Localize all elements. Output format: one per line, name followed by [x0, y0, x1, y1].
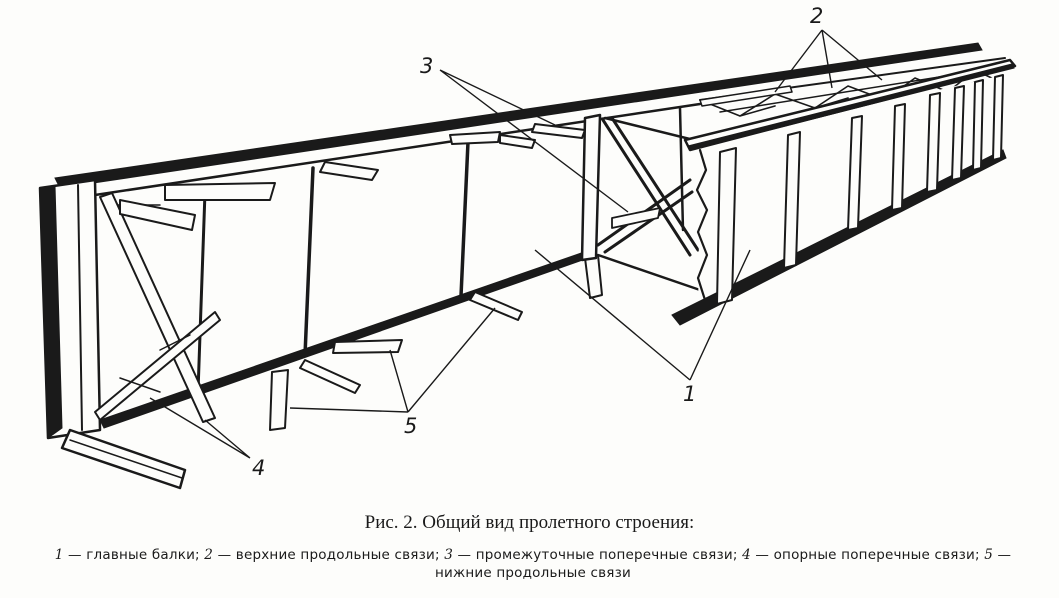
- upper-angle: [164, 182, 276, 201]
- callout-label-1: 1: [683, 382, 697, 406]
- front-stiffener: [783, 131, 801, 269]
- end-support-column-edge: [77, 184, 83, 431]
- leader-2: [774, 29, 883, 93]
- lower-brace-member: [469, 291, 523, 321]
- upper-angle: [531, 123, 586, 139]
- front-stiffeners: [716, 74, 1004, 305]
- legend-item-1: 1 — главные балки;: [54, 547, 200, 563]
- upper-angle: [499, 134, 536, 149]
- callout-label-5: 5: [404, 414, 418, 438]
- leader-5: [289, 307, 496, 413]
- back-girder-web-top-edge: [93, 102, 702, 197]
- intermediate-cross-bracing: [580, 106, 704, 292]
- main-girder-back: [54, 42, 983, 429]
- cross-frame-diagonal: [601, 118, 692, 257]
- front-stiffener: [926, 92, 941, 193]
- upper-angle: [319, 161, 379, 181]
- upper-angle: [449, 131, 501, 145]
- cross-frame-gusset: [611, 207, 661, 229]
- front-stiffener: [992, 74, 1004, 161]
- front-girder-top-flange-shade: [687, 63, 1015, 151]
- callout-label-4: 4: [252, 456, 266, 480]
- support-diagonal: [94, 311, 221, 421]
- lower-brace-member: [299, 359, 361, 394]
- lower-longitudinal-bracing: [269, 254, 603, 431]
- callout-label-3: 3: [420, 54, 434, 78]
- front-stiffener: [951, 85, 965, 181]
- front-stiffener: [847, 115, 863, 231]
- support-cross-bracing-left: [38, 178, 221, 490]
- legend-item-2: 2 — верхние продольные связи;: [204, 547, 440, 563]
- upper-angle: [119, 199, 196, 231]
- back-stiffener: [196, 190, 207, 394]
- leader-3: [439, 69, 629, 213]
- cross-frame-post: [678, 106, 685, 232]
- support-gusset-line: [159, 334, 191, 351]
- cross-frame-top-chord: [603, 116, 704, 144]
- lower-brace-member: [269, 369, 289, 431]
- cross-frame-diagonal: [603, 190, 694, 254]
- end-support-bottom-angle: [60, 428, 187, 490]
- callout-leaders: [149, 29, 883, 459]
- end-support-column-shade: [39, 185, 63, 439]
- cross-frame-bottom-chord: [596, 253, 702, 292]
- callout-label-2: 2: [810, 4, 824, 28]
- figure-caption-title: Рис. 2. Общий вид пролетного строения:: [364, 512, 695, 533]
- lower-brace-member: [332, 339, 403, 354]
- end-support-bottom-angle-edge: [69, 439, 183, 479]
- figure-caption-legend: 1 — главные балки; 2 — верхние продольны…: [28, 546, 1038, 582]
- main-girder-front: [671, 58, 1017, 326]
- leader-4: [149, 397, 251, 459]
- legend-item-3: 3 — промежуточные поперечные связи;: [444, 547, 738, 563]
- leader-1: [534, 249, 751, 381]
- lattice-flat: [699, 85, 793, 107]
- back-stiffener: [459, 140, 470, 298]
- lower-brace-member: [584, 254, 603, 299]
- front-stiffener: [716, 147, 737, 305]
- legend-item-5: 5 — нижние продольные связи: [435, 547, 1012, 581]
- front-stiffener: [972, 79, 984, 171]
- cross-frame-post: [580, 113, 602, 262]
- legend-item-4: 4 — опорные поперечные связи;: [742, 547, 980, 563]
- front-stiffener: [891, 103, 906, 211]
- back-stiffener: [303, 166, 315, 357]
- front-girder-cut-edge: [695, 148, 709, 302]
- support-gusset-line: [119, 377, 161, 393]
- support-diagonal: [99, 192, 216, 423]
- upper-lateral-angles-left: [119, 123, 586, 231]
